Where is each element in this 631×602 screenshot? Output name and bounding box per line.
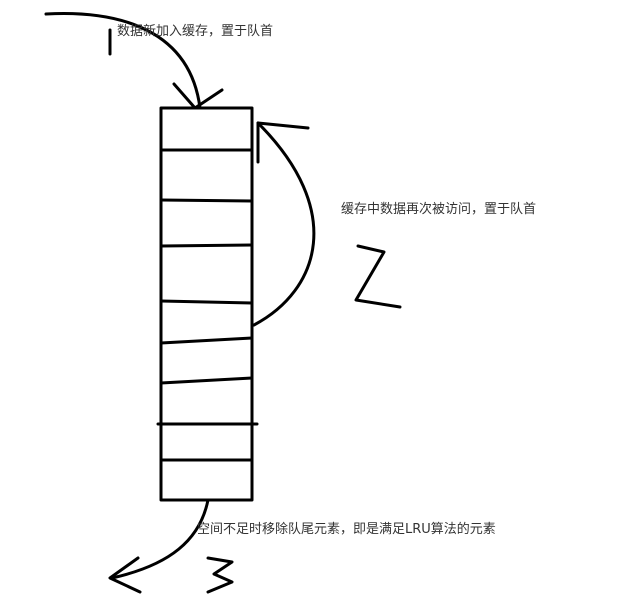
reaccess-arrow [252,121,316,327]
step-number-2 [354,244,402,309]
step1-label: 数据新加入缓存，置于队首 [117,24,274,39]
insert-arrow [44,12,202,110]
step-number-3 [206,556,234,594]
queue-cell-divider [159,243,254,248]
queue-cell-divider [159,376,254,385]
step3-label: 空间不足时移除队尾元素，即是满足LRU算法的元素 [197,522,496,537]
queue-cell-divider [159,336,254,345]
step2-label: 缓存中数据再次被访问，置于队首 [341,202,537,217]
evict-arrowhead [108,556,142,594]
reaccess-arrowhead [256,121,310,164]
queue-cell-divider [159,299,254,305]
queue-cell-divider [159,198,254,203]
evict-arrow [110,498,210,580]
insert-arrowhead [172,82,224,110]
queue-cells [156,148,259,462]
